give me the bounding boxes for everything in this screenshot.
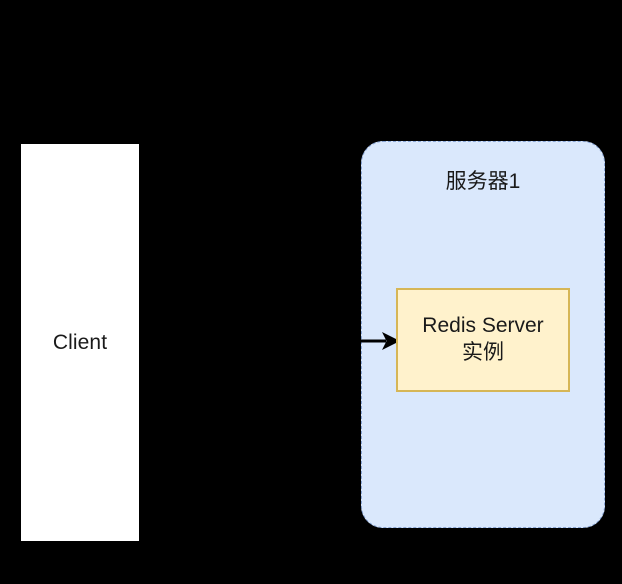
- node-server-container-label: 服务器1: [445, 170, 521, 193]
- node-redis-instance[interactable]: Redis Server 实例: [396, 288, 570, 392]
- node-client-label: Client: [52, 331, 108, 354]
- node-client[interactable]: Client: [21, 144, 139, 541]
- node-redis-instance-label-line1: Redis Server: [422, 314, 544, 338]
- node-redis-instance-label-line2: 实例: [462, 341, 504, 364]
